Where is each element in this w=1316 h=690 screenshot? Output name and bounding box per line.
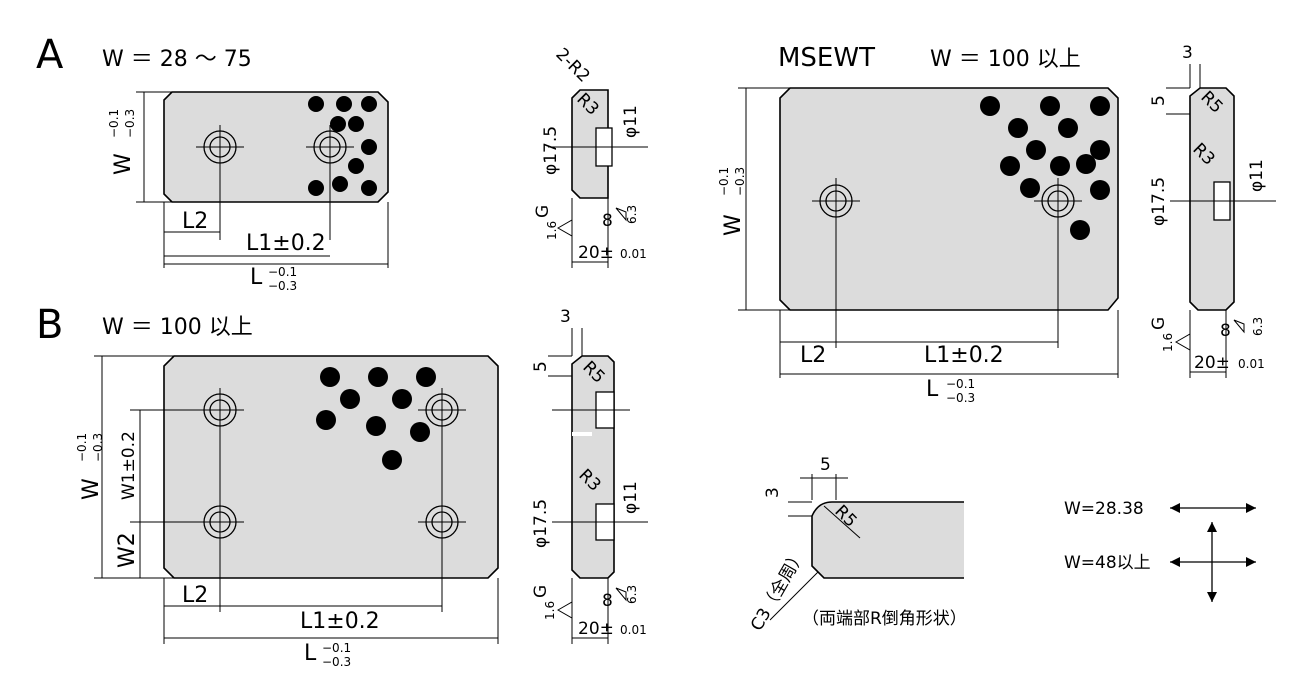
legend-w-48: W=48以上 <box>1064 553 1151 573</box>
section-b-d11: φ11 <box>621 481 641 514</box>
panel-b-w1: W1±0.2 <box>119 431 139 500</box>
msewt-t8: 8 <box>1220 321 1231 341</box>
msewt-w-label: W <box>721 214 746 236</box>
section-a-t20: 20± <box>578 243 614 263</box>
panel-a-l-tol-lower: −0.3 <box>268 279 297 293</box>
section-a-t8: 8 <box>602 211 613 231</box>
msewt-t20: 20± <box>1194 353 1230 373</box>
msewt-t20-tol: 0.01 <box>1238 357 1265 371</box>
panel-b-w-tol-upper: −0.1 <box>75 433 89 462</box>
msewt-d11: φ11 <box>1247 159 1267 192</box>
msewt-l1: L1±0.2 <box>924 343 1004 368</box>
panel-b-l: L <box>304 641 317 666</box>
msewt-g: G <box>1149 317 1169 330</box>
panel-a-w-range: W ＝ 28 ～ 75 <box>102 47 252 72</box>
panel-b-l2: L2 <box>182 583 208 608</box>
panel-b-l-tol-upper: −0.1 <box>322 641 351 655</box>
hole-msewt-left <box>812 178 860 348</box>
legend: W=28.38 W=48以上 <box>1064 499 1256 602</box>
dims-msewt: W −0.1 −0.3 L2 L1±0.2 L −0.1 −0.3 <box>717 87 1119 405</box>
msewt-l-tol-lower: −0.3 <box>946 391 975 405</box>
section-b-three: 3 <box>560 307 571 327</box>
panel-b-w-range: W ＝ 100 以上 <box>102 315 253 340</box>
msewt-w-tol-upper: −0.1 <box>717 167 731 196</box>
panel-b-l1: L1±0.2 <box>300 609 380 634</box>
dims-b: W −0.1 −0.3 W1±0.2 W2 L2 L1±0.2 L −0.1 −… <box>75 355 499 669</box>
section-msewt: 3 5 R5 R3 φ17.5 φ11 G 1.6 8 6.3 20± 0.01 <box>1149 43 1276 378</box>
panel-a-w-tol-lower: −0.3 <box>123 109 137 138</box>
msewt-l2: L2 <box>800 343 826 368</box>
msewt-w-tol-lower: −0.3 <box>733 167 747 196</box>
section-b-s63: 6.3 <box>625 585 639 604</box>
detail-note: （両端部R倒角形状） <box>802 609 967 629</box>
section-b-d175: φ17.5 <box>531 499 551 548</box>
graphite-dots-msewt <box>980 96 1110 240</box>
legend-w-28-38: W=28.38 <box>1064 499 1144 519</box>
section-b-g: G <box>531 585 551 598</box>
panel-b-w-tol-lower: −0.3 <box>91 433 105 462</box>
panel-b-w-label: W <box>79 478 104 500</box>
section-a-s63: 6.3 <box>625 205 639 224</box>
section-b-body <box>571 355 615 579</box>
msewt-l-tol-upper: −0.1 <box>946 377 975 391</box>
section-b-t20-tol: 0.01 <box>620 623 647 637</box>
detail-five: 5 <box>820 455 831 475</box>
panel-a-l-tol-upper: −0.1 <box>268 265 297 279</box>
msewt-five: 5 <box>1149 95 1169 106</box>
section-a-d175: φ17.5 <box>541 126 561 175</box>
panel-a-l1: L1±0.2 <box>246 231 326 256</box>
panel-b-l-tol-lower: −0.3 <box>322 655 351 669</box>
section-a: 2-R2 R3 φ17.5 φ11 G 1.6 8 6.3 20± 0.01 <box>533 44 648 268</box>
panel-a-w-tol-upper: −0.1 <box>107 109 121 138</box>
msewt-w-range: W ＝ 100 以上 <box>930 47 1081 72</box>
plate-b <box>163 355 499 579</box>
section-a-t20-tol: 0.01 <box>620 247 647 261</box>
hole-a-right <box>306 125 354 240</box>
panel-b: B W ＝ 100 以上 W −0.1 −0.3 W1±0.2 <box>36 302 499 669</box>
dims-a: W −0.1 −0.3 L2 L1±0.2 L −0.1 −0.3 <box>107 91 389 293</box>
panel-a-letter: A <box>36 32 64 78</box>
detail-three: 3 <box>763 487 783 498</box>
section-b: 3 5 R5 R3 φ17.5 φ11 G 1.6 8 6.3 20± 0.01 <box>531 307 648 644</box>
msewt-g-val: 1.6 <box>1161 333 1175 352</box>
section-a-g: G <box>533 205 553 218</box>
panel-msewt: MSEWT W ＝ 100 以上 W −0.1 −0.3 L2 <box>717 43 1119 405</box>
panel-a-l: L <box>250 265 263 290</box>
section-a-d11: φ11 <box>621 105 641 138</box>
graphite-dots-a <box>308 96 377 196</box>
msewt-l: L <box>926 377 939 402</box>
panel-b-letter: B <box>36 302 63 348</box>
section-a-r2: 2-R2 <box>551 44 593 86</box>
section-b-t20: 20± <box>578 619 614 639</box>
corner-detail-body <box>811 501 964 579</box>
msewt-title: MSEWT <box>778 43 875 73</box>
graphite-dots-b <box>316 367 436 470</box>
section-a-body <box>571 89 609 199</box>
msewt-s63: 6.3 <box>1251 317 1265 336</box>
holes-b <box>130 388 466 612</box>
section-b-five: 5 <box>531 361 551 372</box>
msewt-three: 3 <box>1182 43 1193 63</box>
section-b-g-val: 1.6 <box>543 601 557 620</box>
panel-a-l2: L2 <box>182 209 208 234</box>
corner-detail: 5 3 R5 C3（全周） （両端部R倒角形状） <box>747 455 967 635</box>
section-b-t8: 8 <box>602 591 613 611</box>
panel-b-w2: W2 <box>115 532 140 568</box>
msewt-d175: φ17.5 <box>1149 177 1169 226</box>
hole-msewt-right <box>1034 178 1082 348</box>
panel-a-w-label: W <box>111 153 136 175</box>
hole-a-left <box>196 125 244 240</box>
section-a-g-val: 1.6 <box>545 221 559 240</box>
panel-a: A W ＝ 28 ～ 75 W −0.1 −0.3 L2 <box>36 32 389 293</box>
